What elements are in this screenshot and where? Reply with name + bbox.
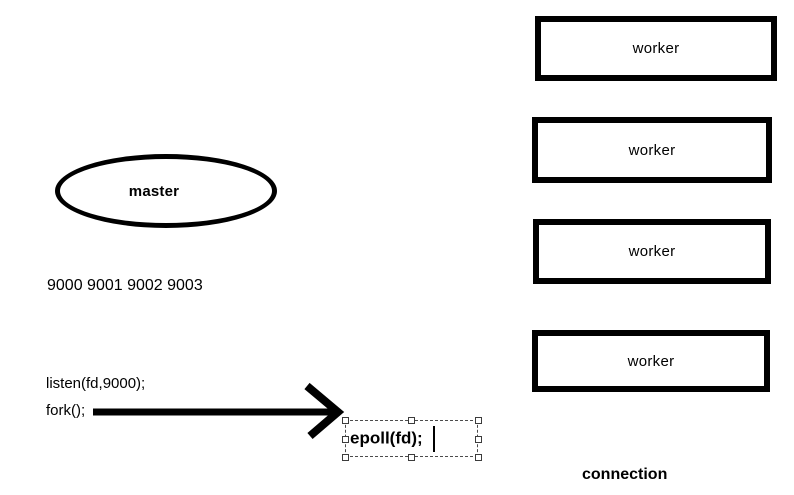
ports-text[interactable]: 9000 9001 9002 9003	[47, 277, 203, 294]
text-caret	[433, 426, 435, 452]
code-line-listen: listen(fd,9000);	[46, 375, 146, 392]
master-label: master	[128, 182, 180, 200]
selection-handle-bottom-right[interactable]	[475, 454, 482, 461]
worker-label: worker	[628, 141, 676, 159]
epoll-textbox[interactable]: epoll(fd);	[342, 417, 482, 461]
worker-label: worker	[628, 243, 676, 260]
selection-handle-top-right[interactable]	[475, 417, 482, 424]
selection-handle-bottom-middle[interactable]	[408, 454, 415, 461]
code-text-block[interactable]: listen(fd,9000); fork();	[46, 370, 145, 424]
connection-label[interactable]: connection	[582, 466, 668, 483]
worker-box-3[interactable]: worker	[533, 219, 771, 284]
worker-label: worker	[632, 40, 680, 57]
master-ellipse-shape[interactable]: master	[55, 154, 277, 228]
selection-handle-middle-right[interactable]	[475, 436, 482, 443]
selection-handle-top-middle[interactable]	[408, 417, 415, 424]
selection-handle-bottom-left[interactable]	[342, 454, 349, 461]
selection-handle-middle-left[interactable]	[342, 436, 349, 443]
selection-handle-top-left[interactable]	[342, 417, 349, 424]
worker-box-4[interactable]: worker	[532, 330, 770, 392]
worker-box-2[interactable]: worker	[532, 117, 772, 183]
worker-box-1[interactable]: worker	[535, 16, 777, 81]
worker-label: worker	[627, 352, 675, 370]
epoll-textbox-text[interactable]: epoll(fd);	[350, 428, 423, 448]
code-line-fork: fork();	[46, 402, 86, 419]
